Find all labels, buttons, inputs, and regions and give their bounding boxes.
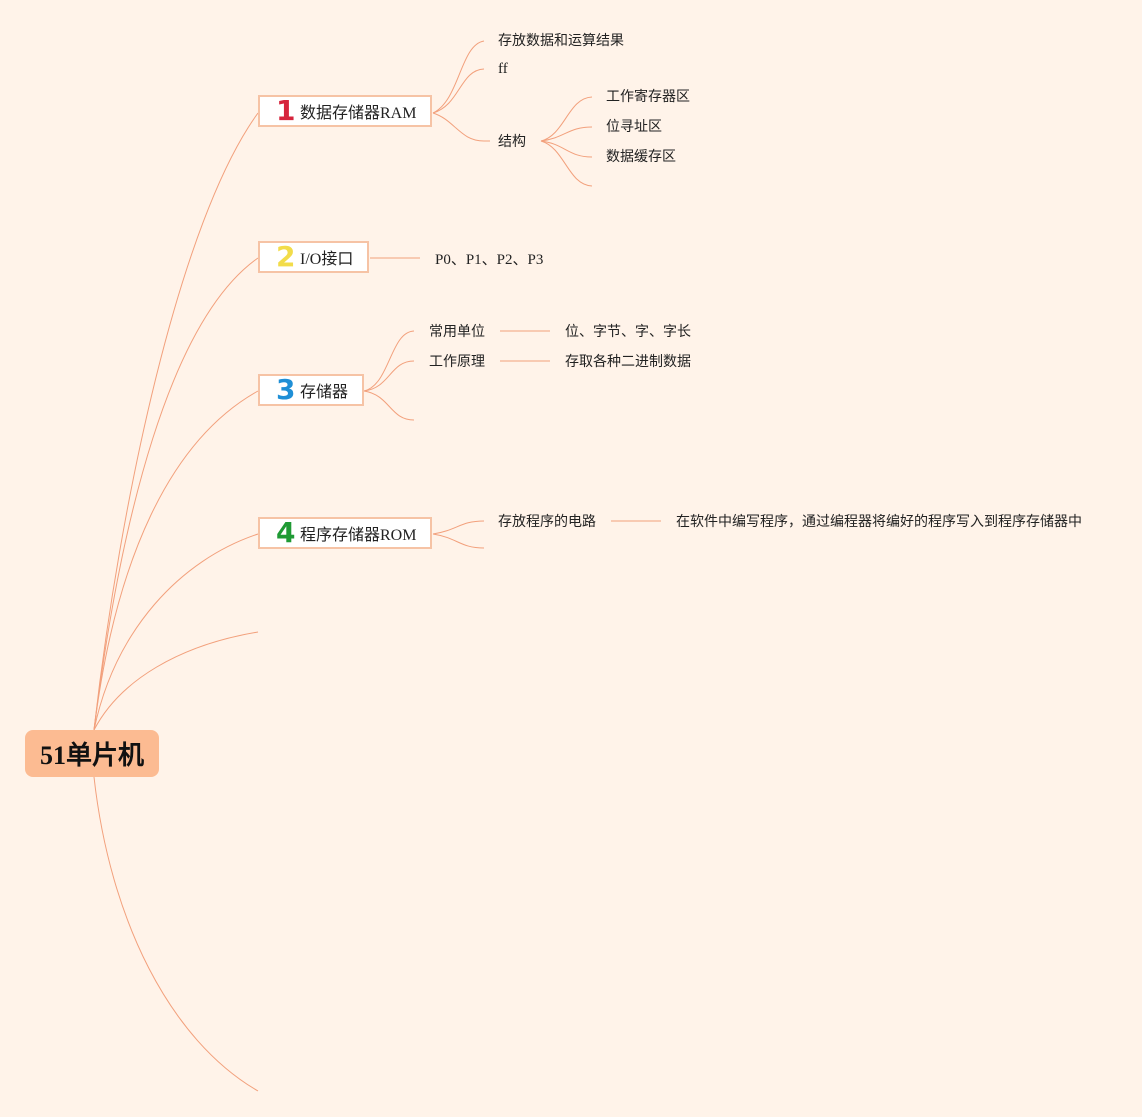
node-principle-detail[interactable]: 存取各种二进制数据 — [565, 354, 691, 370]
number-3-icon: 3 — [276, 373, 296, 406]
edge-b3-c2 — [363, 360, 415, 392]
branch-node-ram[interactable]: 1 数据存储器RAM — [258, 94, 433, 127]
node-data-buffer[interactable]: 数据缓存区 — [606, 149, 676, 165]
edge-s-c1 — [540, 96, 593, 142]
edge-b3-c3 — [363, 390, 415, 421]
branch-node-memory[interactable]: 3 存储器 — [258, 373, 365, 406]
edge-root-empty-6 — [93, 776, 259, 1092]
number-2-icon: 2 — [276, 240, 296, 273]
node-bit-address[interactable]: 位寻址区 — [606, 119, 662, 135]
node-working-principle[interactable]: 工作原理 — [429, 354, 485, 370]
edge-b1-c3 — [432, 112, 485, 142]
node-ports[interactable]: P0、P1、P2、P3 — [435, 252, 544, 268]
node-store-data[interactable]: 存放数据和运算结果 — [498, 33, 624, 49]
edge-b4-c2 — [432, 533, 485, 549]
branch-label: 数据存储器RAM — [300, 105, 417, 122]
node-structure[interactable]: 结构 — [498, 134, 526, 150]
node-program-detail[interactable]: 在软件中编写程序，通过编程器将编好的程序写入到程序存储器中 — [676, 514, 1082, 530]
edge-s-c2 — [540, 126, 593, 142]
branch-node-io[interactable]: 2 I/O接口 — [258, 240, 370, 273]
edge-b1-c2 — [432, 68, 485, 114]
edge-root-branch-1 — [93, 112, 259, 731]
node-work-register[interactable]: 工作寄存器区 — [606, 89, 690, 105]
node-common-units[interactable]: 常用单位 — [429, 324, 485, 340]
branch-label: 存储器 — [300, 384, 349, 401]
root-node[interactable]: 51单片机 — [25, 730, 159, 777]
edge-root-empty-5 — [93, 631, 259, 731]
number-4-icon: 4 — [276, 516, 296, 549]
edge-b3-c1 — [363, 330, 415, 392]
branch-label: 程序存储器ROM — [300, 527, 417, 544]
edge-s-c4 — [540, 140, 593, 187]
edge-root-branch-2 — [93, 257, 259, 731]
edge-b4-c1 — [432, 520, 485, 535]
node-units-detail[interactable]: 位、字节、字、字长 — [565, 324, 691, 340]
edge-root-branch-3 — [93, 390, 259, 731]
node-program-circuit[interactable]: 存放程序的电路 — [498, 514, 596, 530]
number-1-icon: 1 — [276, 94, 296, 127]
root-label: 51单片机 — [39, 741, 144, 770]
edge-s-c3 — [540, 140, 593, 158]
branch-node-rom[interactable]: 4 程序存储器ROM — [258, 516, 433, 549]
edge-root-branch-4 — [93, 533, 259, 731]
branch-label: I/O接口 — [300, 251, 354, 268]
node-ff[interactable]: ff — [498, 61, 508, 77]
edge-b1-c1 — [432, 40, 485, 114]
